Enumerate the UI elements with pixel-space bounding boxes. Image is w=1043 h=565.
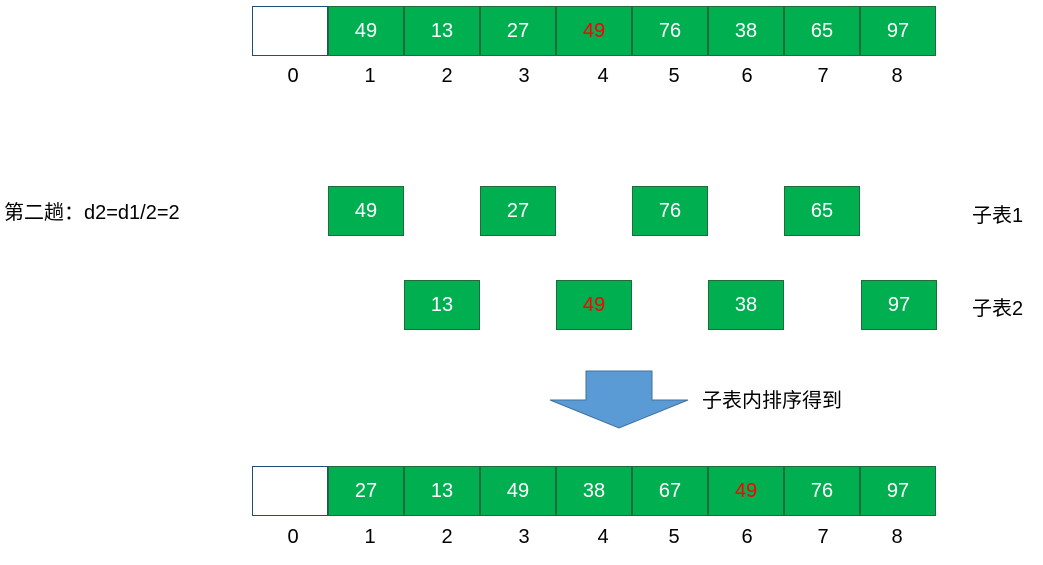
array-index: 7 [817,65,829,87]
array-index: 0 [287,526,299,548]
array-index: 8 [891,526,903,548]
array-cell: 97 [860,466,936,516]
array-index: 3 [518,65,530,87]
sublist-cell: 97 [861,280,937,330]
array-index: 4 [597,526,609,548]
sublist-1-label: 子表1 [972,205,1024,227]
array-index: 4 [597,65,609,87]
pass-label: 第二趟：d2=d1/2=2 [4,202,180,224]
array-cell: 38 [556,466,632,516]
array-index: 1 [364,526,376,548]
array-cell: 76 [632,6,708,56]
sublist-cell: 76 [632,186,708,236]
array-index: 1 [364,65,376,87]
sublist-cell: 38 [708,280,784,330]
array-cell: 27 [480,6,556,56]
array-index: 6 [741,526,753,548]
arrow-label: 子表内排序得到 [702,390,842,412]
array-cell-highlighted: 49 [708,466,784,516]
array-index: 3 [518,526,530,548]
array-cell-highlighted: 49 [556,6,632,56]
sublist-2-label: 子表2 [972,298,1024,320]
array-cell: 76 [784,466,860,516]
array-index: 5 [668,526,680,548]
array-cell: 49 [328,6,404,56]
array-cell [252,6,328,56]
array-index: 6 [741,65,753,87]
sublist-cell: 65 [784,186,860,236]
array-cell: 13 [404,466,480,516]
array-index: 5 [668,65,680,87]
down-arrow-icon [549,370,689,429]
array-index: 7 [817,526,829,548]
array-cell: 65 [784,6,860,56]
array-index: 2 [441,65,453,87]
sublist-cell: 13 [404,280,480,330]
array-cell: 67 [632,466,708,516]
array-cell [252,466,328,516]
array-cell: 13 [404,6,480,56]
array-cell: 27 [328,466,404,516]
sublist-cell: 27 [480,186,556,236]
array-cell: 97 [860,6,936,56]
sublist-cell-highlighted: 49 [556,280,632,330]
array-index: 8 [891,65,903,87]
array-index: 2 [441,526,453,548]
array-cell: 38 [708,6,784,56]
sublist-cell: 49 [328,186,404,236]
array-index: 0 [287,65,299,87]
array-cell: 49 [480,466,556,516]
